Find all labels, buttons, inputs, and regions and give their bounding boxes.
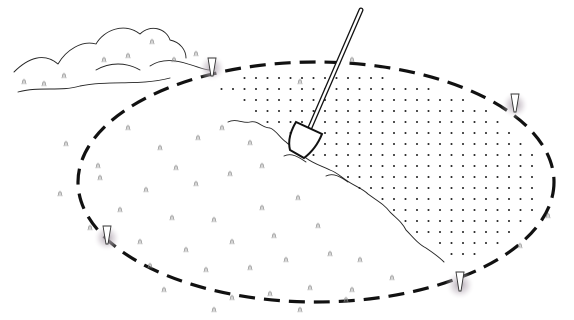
- stake-bottom: [445, 270, 475, 300]
- stake-left: [93, 224, 121, 252]
- dug-soil-mound: [228, 121, 444, 262]
- grass-tufts: [22, 39, 550, 312]
- bed-boundary-dashed-line: [78, 62, 554, 302]
- stake-top-left: [198, 54, 226, 82]
- raked-soil-dot-grid: [220, 77, 533, 255]
- stake-right: [501, 91, 529, 119]
